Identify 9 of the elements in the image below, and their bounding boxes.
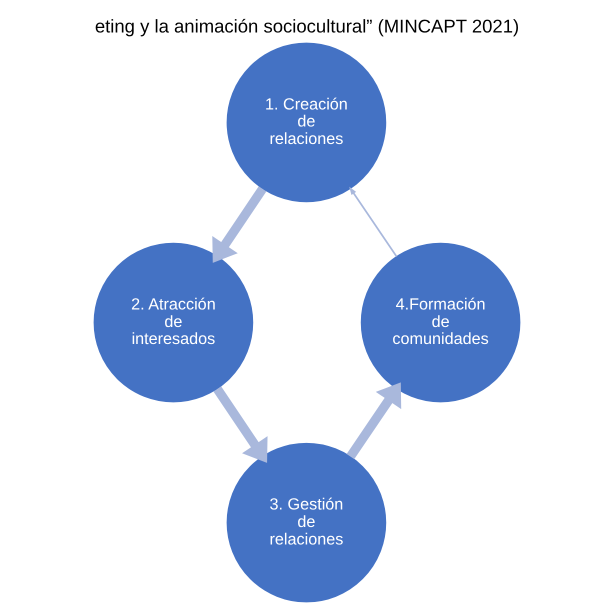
node-circle: 3. Gestión de relaciones	[226, 442, 386, 602]
arrow	[348, 186, 397, 257]
arrow	[212, 186, 266, 263]
arrow	[213, 386, 268, 463]
node-circle: 2. Atracción de interesados	[93, 242, 253, 402]
diagram-title: eting y la animación sociocultural” (MINCAPT 2021)	[94, 16, 519, 37]
node-circle: 1. Creación de relaciones	[226, 42, 386, 202]
node-circle: 4.Formación de comunidades	[360, 242, 520, 402]
arrow	[346, 382, 401, 460]
